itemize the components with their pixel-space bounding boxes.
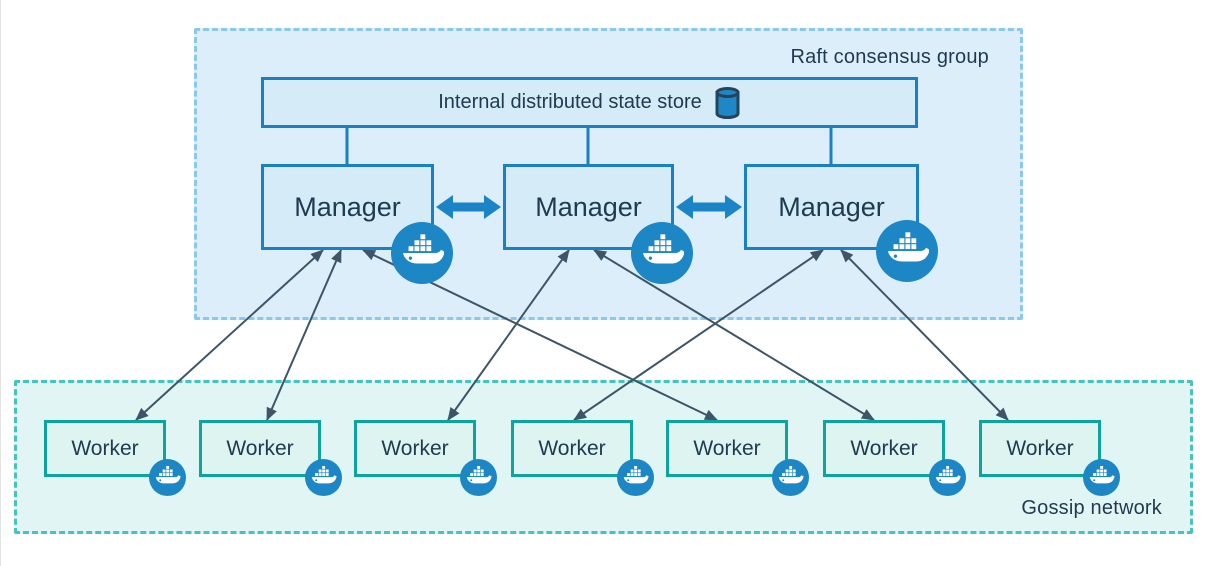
docker-whale-icon [1083,459,1120,496]
worker-7-label: Worker [1006,436,1074,460]
worker-node-2: Worker [199,420,321,477]
gossip-network-label: Gossip network [1021,497,1162,519]
manager-1-label: Manager [294,191,401,222]
state-store-box: Internal distributed state store [261,77,918,128]
docker-whale-icon [460,459,497,496]
worker-node-4: Worker [511,420,633,477]
manager-3-label: Manager [778,191,885,222]
worker-4-label: Worker [538,436,606,460]
worker-node-6: Worker [823,420,945,477]
database-icon [715,86,740,119]
worker-3-label: Worker [381,436,449,460]
worker-node-1: Worker [44,420,166,477]
docker-whale-icon [149,459,186,496]
worker-1-label: Worker [71,436,139,460]
docker-whale-icon [617,459,654,496]
docker-whale-icon [876,220,938,282]
docker-whale-icon [631,222,693,284]
worker-node-5: Worker [666,420,788,477]
docker-whale-icon [772,459,809,496]
docker-whale-icon [391,222,453,284]
worker-node-7: Worker [979,420,1101,477]
worker-6-label: Worker [850,436,918,460]
state-store-label: Internal distributed state store [438,91,702,113]
manager-2-label: Manager [535,191,642,222]
docker-whale-icon [929,459,966,496]
worker-2-label: Worker [226,436,294,460]
worker-node-3: Worker [354,420,476,477]
docker-whale-icon [305,459,342,496]
worker-5-label: Worker [693,436,761,460]
raft-group-label: Raft consensus group [790,46,989,68]
